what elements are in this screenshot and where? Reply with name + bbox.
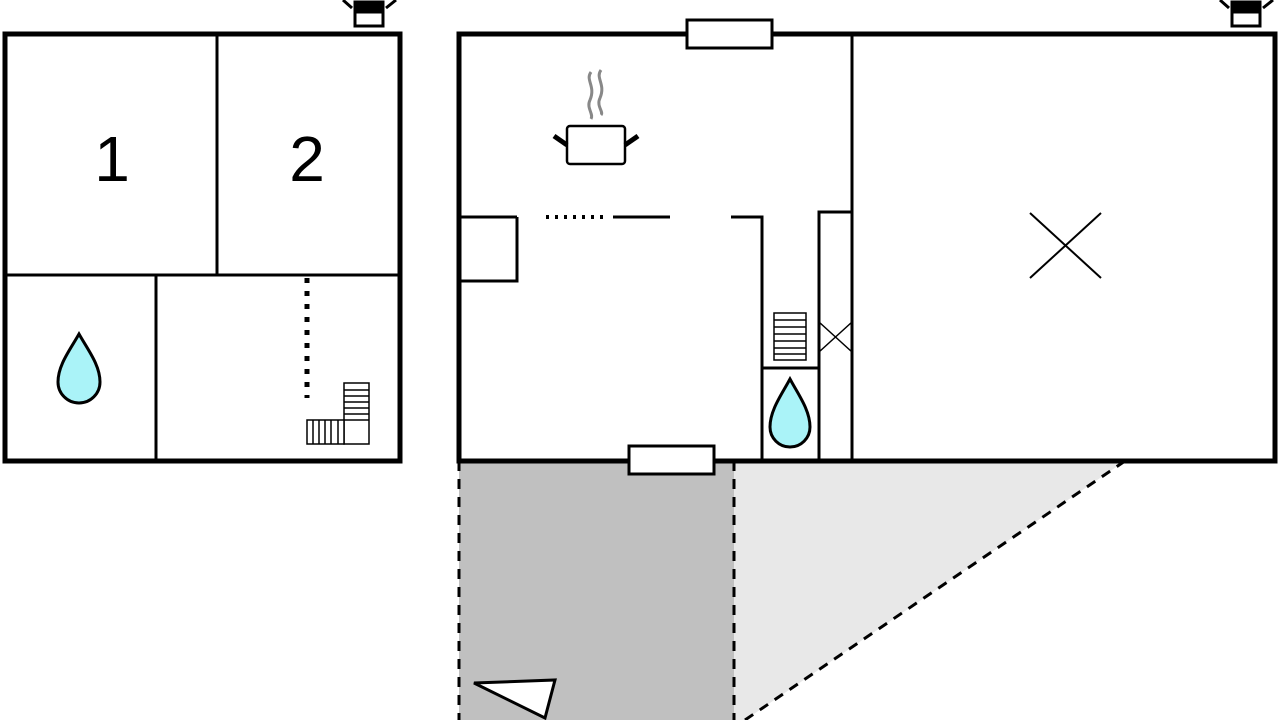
window-icon [685, 18, 774, 50]
covered-terrace [459, 461, 734, 720]
chimney-icon [1219, 0, 1274, 28]
cross-icon [1029, 212, 1102, 279]
terrace-outline [457, 459, 1126, 720]
chimney-icon [342, 0, 397, 28]
stairs-icon [773, 312, 807, 361]
window-icon [627, 444, 716, 476]
right-building [456, 31, 1278, 464]
water-drop-icon [56, 330, 102, 405]
compass-triangle-icon [473, 678, 557, 720]
cooking-pot-icon [552, 69, 640, 166]
stairs-icon [306, 382, 370, 445]
room-label-1: 1 [94, 123, 130, 195]
open-terrace [734, 461, 1125, 720]
room-label-2: 2 [289, 123, 325, 195]
left-building [2, 31, 403, 464]
water-drop-icon [768, 375, 812, 449]
